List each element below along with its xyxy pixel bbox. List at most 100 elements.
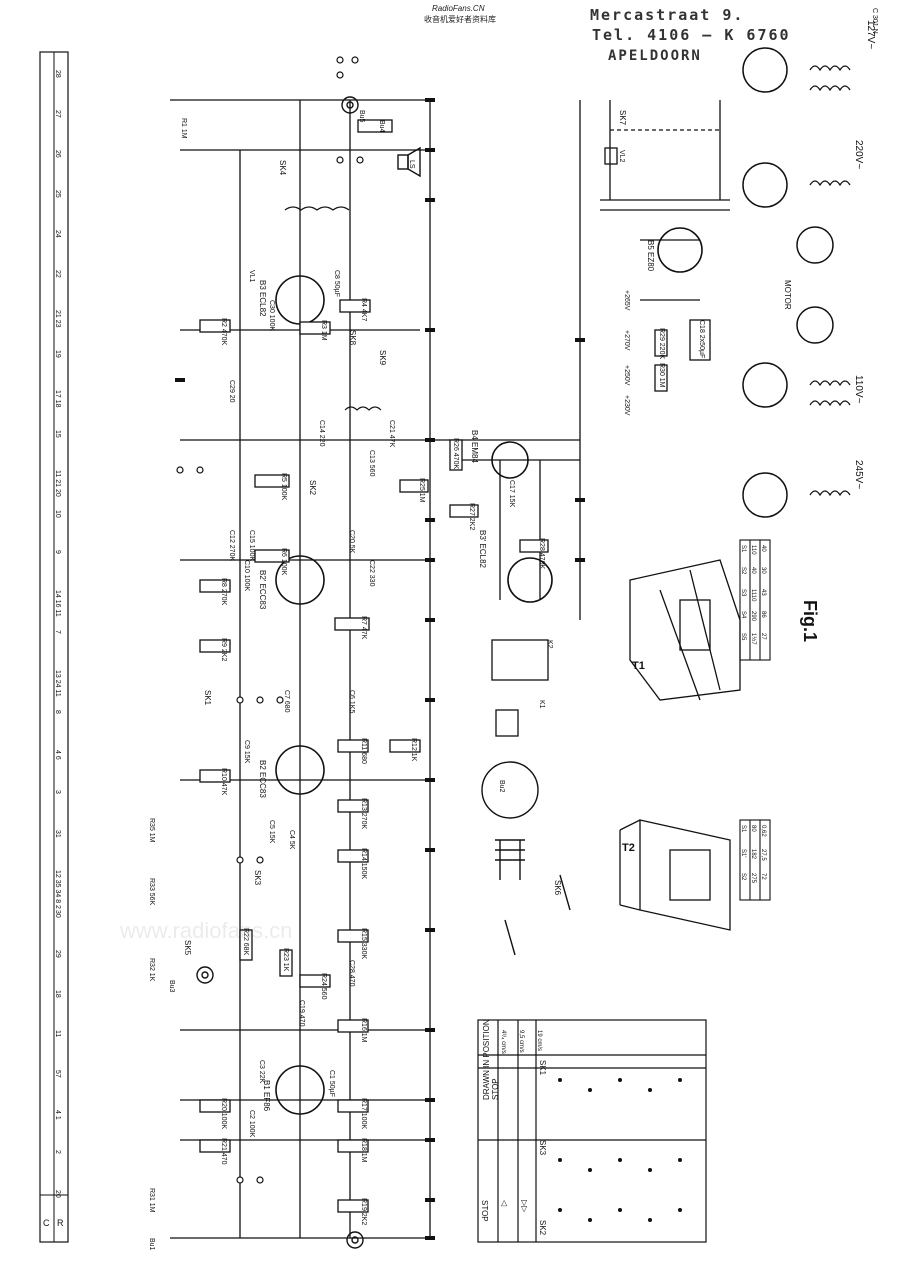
capacitor-label: C15 100K <box>248 530 255 561</box>
strip-number: 3 <box>54 790 61 794</box>
switch-table-col: SK1 <box>538 1060 547 1076</box>
figure-label: Fig.1 <box>800 600 820 643</box>
resistor-label: R21 470 <box>220 1138 227 1165</box>
capacitor-label: C4 5K <box>288 830 295 850</box>
connector-label: Bu1 <box>148 1238 155 1251</box>
strip-number: 11 <box>54 1030 61 1037</box>
capacitor-label: C28 470 <box>348 960 355 987</box>
resistor-label: R19 2K2 <box>360 1198 367 1225</box>
strip-number: 27 <box>54 110 61 118</box>
strip-number: 21 23 <box>54 310 61 328</box>
switch-table-note: DRAWN IN POSITION STOP <box>482 1019 500 1100</box>
t1-table-col: S2 <box>740 567 746 575</box>
t1-table-w: 1110 <box>750 589 756 602</box>
switch-table-row: ◁ <box>500 1200 509 1207</box>
tube-b2-prime <box>275 555 325 605</box>
handwritten-line-2: Tel. 4106 — K 6760 <box>592 26 791 44</box>
strip-number: 4 6 <box>54 750 61 760</box>
capacitor-label: C9 15K <box>243 740 250 764</box>
resistor-label: R27 2K2 <box>468 503 475 530</box>
resistor-label: R31 1M <box>148 1188 155 1213</box>
capacitor-label: C5 15K <box>268 820 275 844</box>
strip-number: 12 35 34 8 2 <box>54 870 61 909</box>
t1-table-frame <box>739 539 771 661</box>
resistor-label: R32 1K <box>148 958 155 982</box>
t1-table-w: 1½7 <box>750 633 757 645</box>
connector-label: Bu2 <box>498 780 505 793</box>
resistor-label: R12 1K <box>410 738 417 762</box>
capacitor-label: C17 15K <box>508 480 515 508</box>
resistor-label: R8 270K <box>220 578 227 606</box>
watermark: www.radiofans.cn <box>120 918 293 943</box>
resistor-label: R33 56K <box>148 878 155 906</box>
t1-table-w: 110 <box>750 545 756 555</box>
connector-label: VL2 <box>618 150 625 163</box>
strip-number: 26 <box>54 150 61 158</box>
tube-label: B1 EF86 <box>262 1080 271 1112</box>
strip-number: 20 <box>54 1190 61 1198</box>
resistor-label: R14 150K <box>360 848 367 879</box>
switch-label: SK8 <box>348 330 357 346</box>
resistor-label: R24 560 <box>320 973 327 1000</box>
t2-table-w: 182 <box>750 849 756 860</box>
tube-label: B2 ECC83 <box>258 760 267 798</box>
strip-number: 18 <box>54 990 61 998</box>
t1-table-w: 40 <box>750 567 756 574</box>
t1-table-w: 290 <box>750 611 756 622</box>
strip-number: 24 <box>54 230 61 238</box>
switch-table-col: SK3 <box>538 1140 547 1156</box>
connector-label: Bu4 <box>378 120 385 133</box>
voltage-label-127: 127V~ <box>865 20 876 50</box>
switch-label: SK7 <box>618 110 627 126</box>
strip-number: 29 <box>54 950 61 958</box>
resistor-label: R28 470K <box>538 538 545 569</box>
strip-number: 10 <box>54 510 61 518</box>
switch-label: SK6 <box>553 880 562 896</box>
switch-label: SK2 <box>308 480 317 496</box>
capacitor-label: C2 100K <box>248 1110 255 1138</box>
power-supply <box>600 100 730 361</box>
tube-b4 <box>491 441 529 479</box>
t2-table-col: S2 <box>740 873 746 881</box>
strip-row-r: R <box>57 1218 64 1228</box>
strip-number: 31 <box>54 830 61 838</box>
resistor-label: R3 1M <box>320 320 327 341</box>
tube-b3-prime <box>507 557 553 603</box>
supply-voltage-label: +265V <box>623 290 630 311</box>
strip-number: 4 1 <box>54 1110 61 1120</box>
t1-table-col: S5 <box>740 633 746 641</box>
strip-number: 11 21 20 <box>54 470 61 497</box>
handwritten-line-3: APELDOORN <box>608 48 702 64</box>
resistor-label: R2 470K <box>220 318 227 346</box>
switch-table-col: SK2 <box>538 1220 547 1236</box>
connector-label: K1 <box>538 700 545 709</box>
site-name: RadioFans.CN <box>432 4 485 13</box>
sockets <box>196 96 539 1249</box>
strip-number: 57 <box>54 1070 61 1078</box>
capacitor-label: C20 5K <box>348 530 355 554</box>
t1-table-ohm: 43 <box>760 589 766 596</box>
switch-table-row: STOP <box>480 1200 489 1222</box>
tube-label: B2' ECC83 <box>258 570 267 610</box>
capacitor-label: C8 50µF <box>333 270 340 297</box>
t2-table-ohm: 27,5 <box>760 849 766 861</box>
voltage-selectors <box>742 47 834 518</box>
switch-label: SK4 <box>278 160 287 176</box>
resistor-label: R20 100K <box>220 1098 227 1129</box>
capacitor-label: C1 50µF <box>328 1070 335 1097</box>
transformer-t2-drawing <box>619 819 731 931</box>
strip-number: 14 16 11 <box>54 590 61 617</box>
resistor-label: R35 1M <box>148 818 155 843</box>
capacitor-label: C14 220 <box>318 420 325 447</box>
resistor-label: R18 1M <box>360 1138 367 1163</box>
resistor-label: R23 1K <box>282 948 289 972</box>
voltage-label-110: 110V~ <box>853 375 864 404</box>
strip-number: 17 18 <box>54 390 61 408</box>
capacitor-label: C13 560 <box>368 450 375 477</box>
ground-stubs <box>175 98 585 1240</box>
switch-table-speed: 4³/₄ cm/s <box>500 1030 506 1054</box>
resistor-label: R5 100K <box>280 473 287 501</box>
connector-label: Bu3 <box>168 980 175 993</box>
site-tagline: 收音机爱好者资料库 <box>424 15 496 24</box>
